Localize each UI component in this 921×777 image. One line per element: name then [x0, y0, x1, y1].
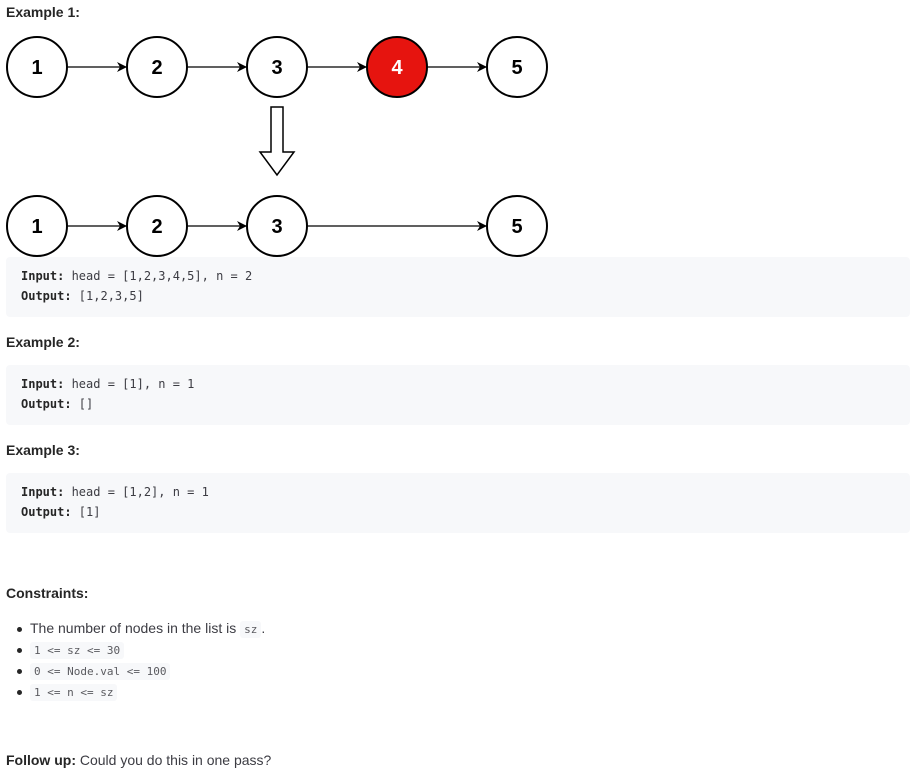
input-value: head = [1], n = 1 [64, 377, 195, 391]
example-2-title: Example 2: [6, 334, 80, 350]
list-node-removed: 4 [366, 36, 428, 98]
input-label: Input: [21, 485, 65, 499]
output-line: Output: [1,2,3,5] [21, 289, 144, 303]
follow-up: Follow up: Could you do this in one pass… [6, 752, 271, 768]
list-node: 1 [6, 36, 68, 98]
list-node: 2 [126, 195, 188, 257]
input-label: Input: [21, 377, 65, 391]
list-node: 2 [126, 36, 188, 98]
bullet-icon [17, 648, 22, 653]
output-label: Output: [21, 397, 72, 411]
input-line: Input: head = [1,2], n = 1 [21, 485, 209, 499]
constraint-code: 1 <= sz <= 30 [30, 642, 125, 659]
output-line: Output: [] [21, 397, 93, 411]
svg-text:4: 4 [391, 57, 403, 79]
bullet-icon [17, 669, 22, 674]
input-label: Input: [21, 269, 65, 283]
output-value: [1,2,3,5] [71, 289, 144, 303]
constraint-suffix: . [261, 620, 266, 636]
down-arrow-icon [258, 106, 296, 177]
svg-text:2: 2 [151, 216, 162, 238]
output-label: Output: [21, 505, 72, 519]
constraint-item: 1 <= n <= sz [17, 683, 118, 701]
input-line: Input: head = [1,2,3,4,5], n = 2 [21, 269, 252, 283]
list-node: 3 [246, 36, 308, 98]
bullet-icon [17, 627, 22, 632]
svg-text:5: 5 [511, 57, 522, 79]
svg-text:3: 3 [271, 216, 282, 238]
constraint-item: The number of nodes in the list is sz. [17, 620, 266, 638]
constraints-title: Constraints: [6, 585, 89, 601]
svg-text:1: 1 [31, 216, 42, 238]
constraint-item: 0 <= Node.val <= 100 [17, 662, 171, 680]
constraint-code: 1 <= n <= sz [30, 684, 118, 701]
list-node: 5 [486, 36, 548, 98]
follow-up-text: Could you do this in one pass? [75, 752, 272, 768]
list-node: 3 [246, 195, 308, 257]
output-line: Output: [1] [21, 505, 100, 519]
output-value: [] [71, 397, 94, 411]
list-node: 5 [486, 195, 548, 257]
constraint-code: 0 <= Node.val <= 100 [30, 663, 171, 680]
constraint-code: sz [240, 621, 262, 638]
input-line: Input: head = [1], n = 1 [21, 377, 194, 391]
input-value: head = [1,2,3,4,5], n = 2 [64, 269, 253, 283]
example-1-code-block: Input: head = [1,2,3,4,5], n = 2 Output:… [6, 257, 910, 317]
follow-up-label: Follow up: [6, 752, 76, 768]
constraint-item: 1 <= sz <= 30 [17, 641, 125, 659]
svg-text:1: 1 [31, 57, 42, 79]
example-3-title: Example 3: [6, 442, 80, 458]
example-3-code-block: Input: head = [1,2], n = 1 Output: [1] [6, 473, 910, 533]
constraint-text: The number of nodes in the list is [30, 620, 241, 636]
svg-text:3: 3 [271, 57, 282, 79]
example-2-code-block: Input: head = [1], n = 1 Output: [] [6, 365, 910, 425]
output-value: [1] [71, 505, 101, 519]
svg-text:5: 5 [511, 216, 522, 238]
input-value: head = [1,2], n = 1 [64, 485, 209, 499]
linked-list-diagram: 1 2 3 4 5 1 2 3 5 [6, 36, 548, 257]
example-1-title: Example 1: [6, 4, 80, 20]
bullet-icon [17, 690, 22, 695]
svg-text:2: 2 [151, 57, 162, 79]
list-node: 1 [6, 195, 68, 257]
output-label: Output: [21, 289, 72, 303]
